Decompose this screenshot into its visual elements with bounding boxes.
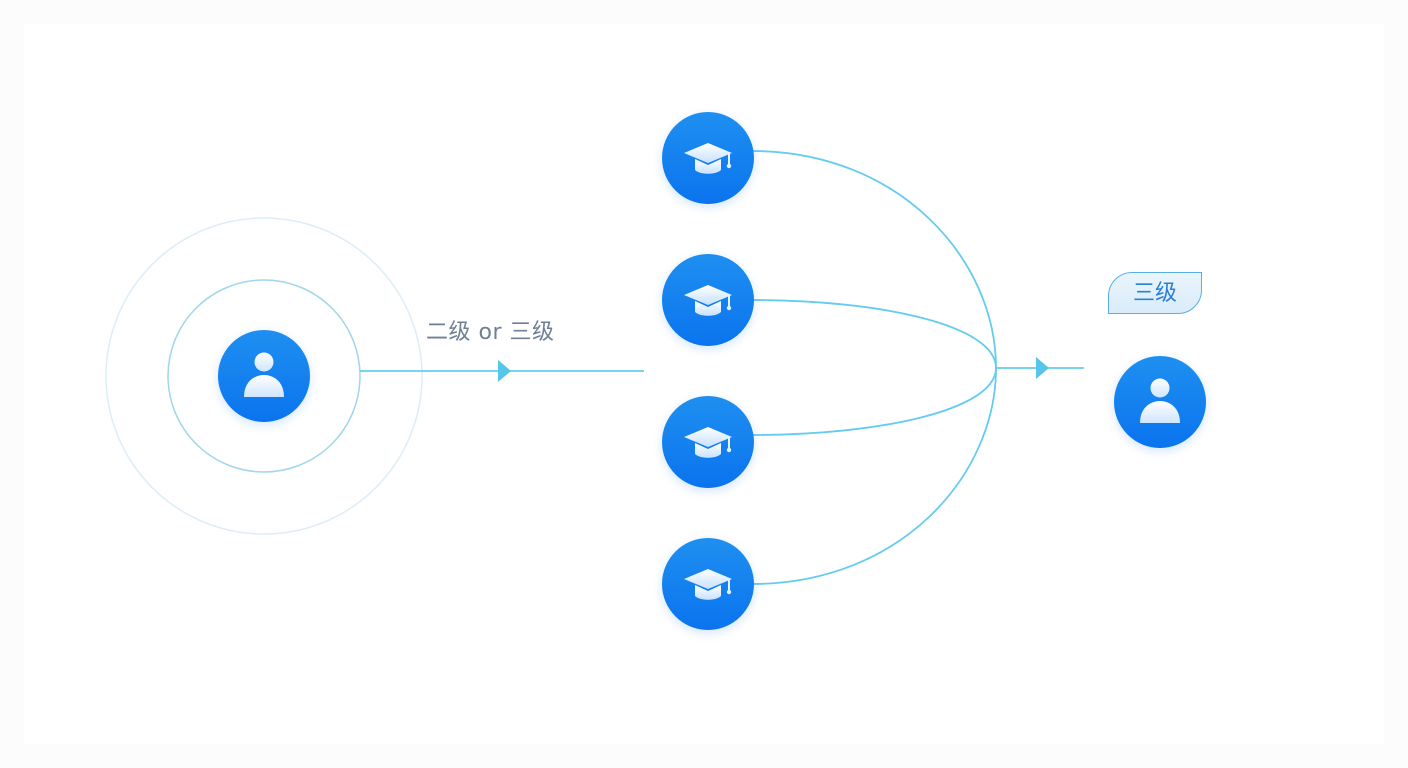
- graduation-cap-icon: [684, 569, 732, 600]
- middle-node-1[interactable]: [662, 112, 754, 204]
- merge-curve-3: [751, 367, 997, 436]
- merge-curve-2: [751, 299, 997, 369]
- user-icon: [244, 352, 284, 397]
- source-edge-arrow: [498, 360, 511, 382]
- source-inner-ring: [167, 279, 361, 473]
- target-user-node[interactable]: [1114, 356, 1206, 448]
- merge-curve-1: [751, 150, 997, 369]
- target-edge-arrow: [1036, 357, 1049, 379]
- middle-node-2[interactable]: [662, 254, 754, 346]
- source-outer-ring: [105, 217, 423, 535]
- source-user-node[interactable]: [218, 330, 310, 422]
- merge-curve-4: [751, 367, 997, 585]
- graduation-cap-icon: [684, 427, 732, 458]
- graduation-cap-icon: [684, 143, 732, 174]
- user-icon: [1140, 378, 1180, 423]
- middle-node-4[interactable]: [662, 538, 754, 630]
- middle-node-3[interactable]: [662, 396, 754, 488]
- target-level-tag: 三级: [1108, 272, 1202, 314]
- edge-label: 二级 or 三级: [426, 320, 555, 345]
- graduation-cap-icon: [684, 285, 732, 316]
